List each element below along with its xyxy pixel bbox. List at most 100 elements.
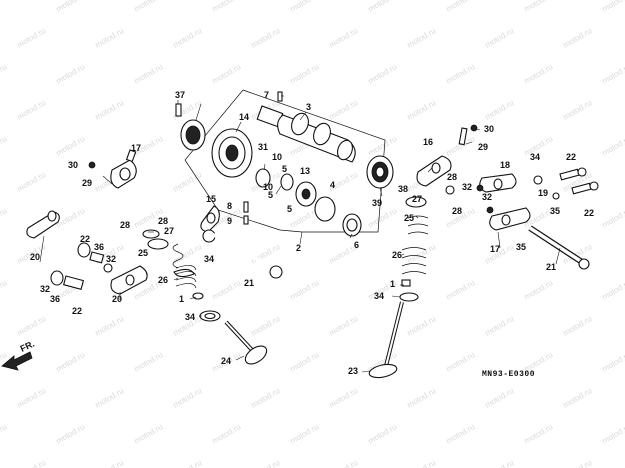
callout-20b: 21 [546, 262, 556, 272]
watermark-text: motod.ru [133, 0, 165, 14]
watermark-text: motod.ru [289, 422, 321, 446]
rocker-arm-bolt-group [50, 242, 113, 291]
watermark-text: motod.ru [250, 26, 282, 50]
callout-6: 6 [354, 240, 359, 250]
pushrod-right [528, 225, 590, 270]
watermark-text: motod.ru [16, 98, 48, 122]
watermark-text: motod.ru [523, 422, 555, 446]
watermark-text: motod.ru [484, 98, 516, 122]
camshaft-small-parts [243, 91, 362, 237]
callout-7: 7 [264, 90, 269, 100]
valve-right [368, 301, 404, 379]
pushrod-left [211, 232, 283, 279]
watermark-text: motod.ru [16, 458, 48, 468]
rocker-arm-13 [200, 205, 220, 243]
callout-36b: 38 [398, 184, 408, 194]
valve-left [224, 320, 268, 365]
watermark-text: motod.ru [211, 62, 243, 86]
callout-19: 20 [30, 252, 40, 262]
callout-10b: 10 [263, 182, 273, 192]
watermark-text: motod.ru [406, 314, 438, 338]
watermark-text: motod.ru [445, 62, 477, 86]
watermark-text: motod.ru [328, 458, 360, 468]
watermark-text: motod.ru [601, 206, 625, 230]
callout-17a: 18 [500, 160, 510, 170]
watermark-text: motod.ru [94, 314, 126, 338]
callout-25a: 25 [138, 248, 148, 258]
watermark-text: motod.ru [406, 242, 438, 266]
callout-26a: 26 [158, 275, 168, 285]
rocker-shaft-19 [26, 210, 60, 263]
callout-28d: 28 [452, 206, 462, 216]
watermark-text: motod.ru [211, 0, 243, 14]
callout-4: 4 [330, 180, 335, 190]
watermark-text: motod.ru [328, 314, 360, 338]
valve-spring-right [399, 196, 429, 302]
watermark-text: motod.ru [601, 422, 625, 446]
watermark-text: motod.ru [133, 350, 165, 374]
watermark-text: motod.ru [172, 242, 204, 266]
watermark-text: motod.ru [250, 314, 282, 338]
diagram-code: MN93-E0300 [482, 370, 535, 379]
watermark-text: motod.ru [367, 62, 399, 86]
watermark-text: motod.ru [328, 26, 360, 50]
callout-11: 13 [300, 166, 310, 176]
rocker-arm-18 [110, 265, 148, 300]
callout-34d: 35 [516, 242, 526, 252]
watermark-text: motod.ru [445, 422, 477, 446]
watermark-text: motod.ru [484, 458, 516, 468]
watermark-text: motod.ru [211, 278, 243, 302]
callout-8: 8 [227, 201, 232, 211]
watermark-text: motod.ru [16, 314, 48, 338]
watermark-text: motod.ru [289, 350, 321, 374]
watermark-text: motod.ru [523, 278, 555, 302]
watermark-text: motod.ru [406, 458, 438, 468]
callout-36a: 37 [175, 90, 185, 100]
watermark-text: motod.ru [289, 0, 321, 14]
watermark-text: motod.ru [172, 170, 204, 194]
watermark-text: motod.ru [16, 170, 48, 194]
camshaft [256, 105, 356, 163]
callout-13: 15 [206, 194, 216, 204]
watermark-text: motod.ru [523, 0, 555, 14]
callout-16: 17 [131, 143, 141, 153]
watermark-text: motod.ru [289, 278, 321, 302]
watermark-text: motod.ru [55, 0, 87, 14]
watermark-text: motod.ru [94, 98, 126, 122]
callout-22b: 22 [584, 208, 594, 218]
callout-5c: 5 [287, 204, 292, 214]
watermark-text: motod.ru [94, 26, 126, 50]
watermark-text: motod.ru [367, 134, 399, 158]
callout-32d: 32 [482, 192, 492, 202]
watermark-text: motod.ru [601, 0, 625, 14]
watermark-text: motod.ru [250, 458, 282, 468]
callout-15: 17 [490, 244, 500, 254]
watermark-text: motod.ru [367, 0, 399, 14]
callout-35a: 36 [94, 242, 104, 252]
watermark-text: motod.ru [562, 458, 594, 468]
camshaft-bearing-right [366, 155, 394, 189]
watermark-text: motod.ru [601, 62, 625, 86]
watermark-text: motod.ru [406, 98, 438, 122]
watermark-text: motod.ru [172, 386, 204, 410]
callout-17b: 19 [538, 188, 548, 198]
watermark-text: motod.ru [562, 386, 594, 410]
callout-34c: 35 [550, 206, 560, 216]
watermark-text: motod.ru [133, 62, 165, 86]
callout-5b: 5 [268, 190, 273, 200]
watermark-text: motod.ru [0, 422, 8, 446]
watermark-text: motod.ru [484, 314, 516, 338]
front-marker-label: FR. [19, 339, 36, 354]
watermark-text: motod.ru [328, 386, 360, 410]
callout-3: 3 [306, 102, 311, 112]
watermark-text: motod.ru [406, 386, 438, 410]
watermark-text: motod.ru [601, 350, 625, 374]
watermark-text: motod.ru [562, 26, 594, 50]
callout-32a: 32 [106, 254, 116, 264]
callout-9: 9 [227, 216, 232, 226]
watermark-text: motod.ru [94, 386, 126, 410]
callout-28b: 28 [158, 216, 168, 226]
